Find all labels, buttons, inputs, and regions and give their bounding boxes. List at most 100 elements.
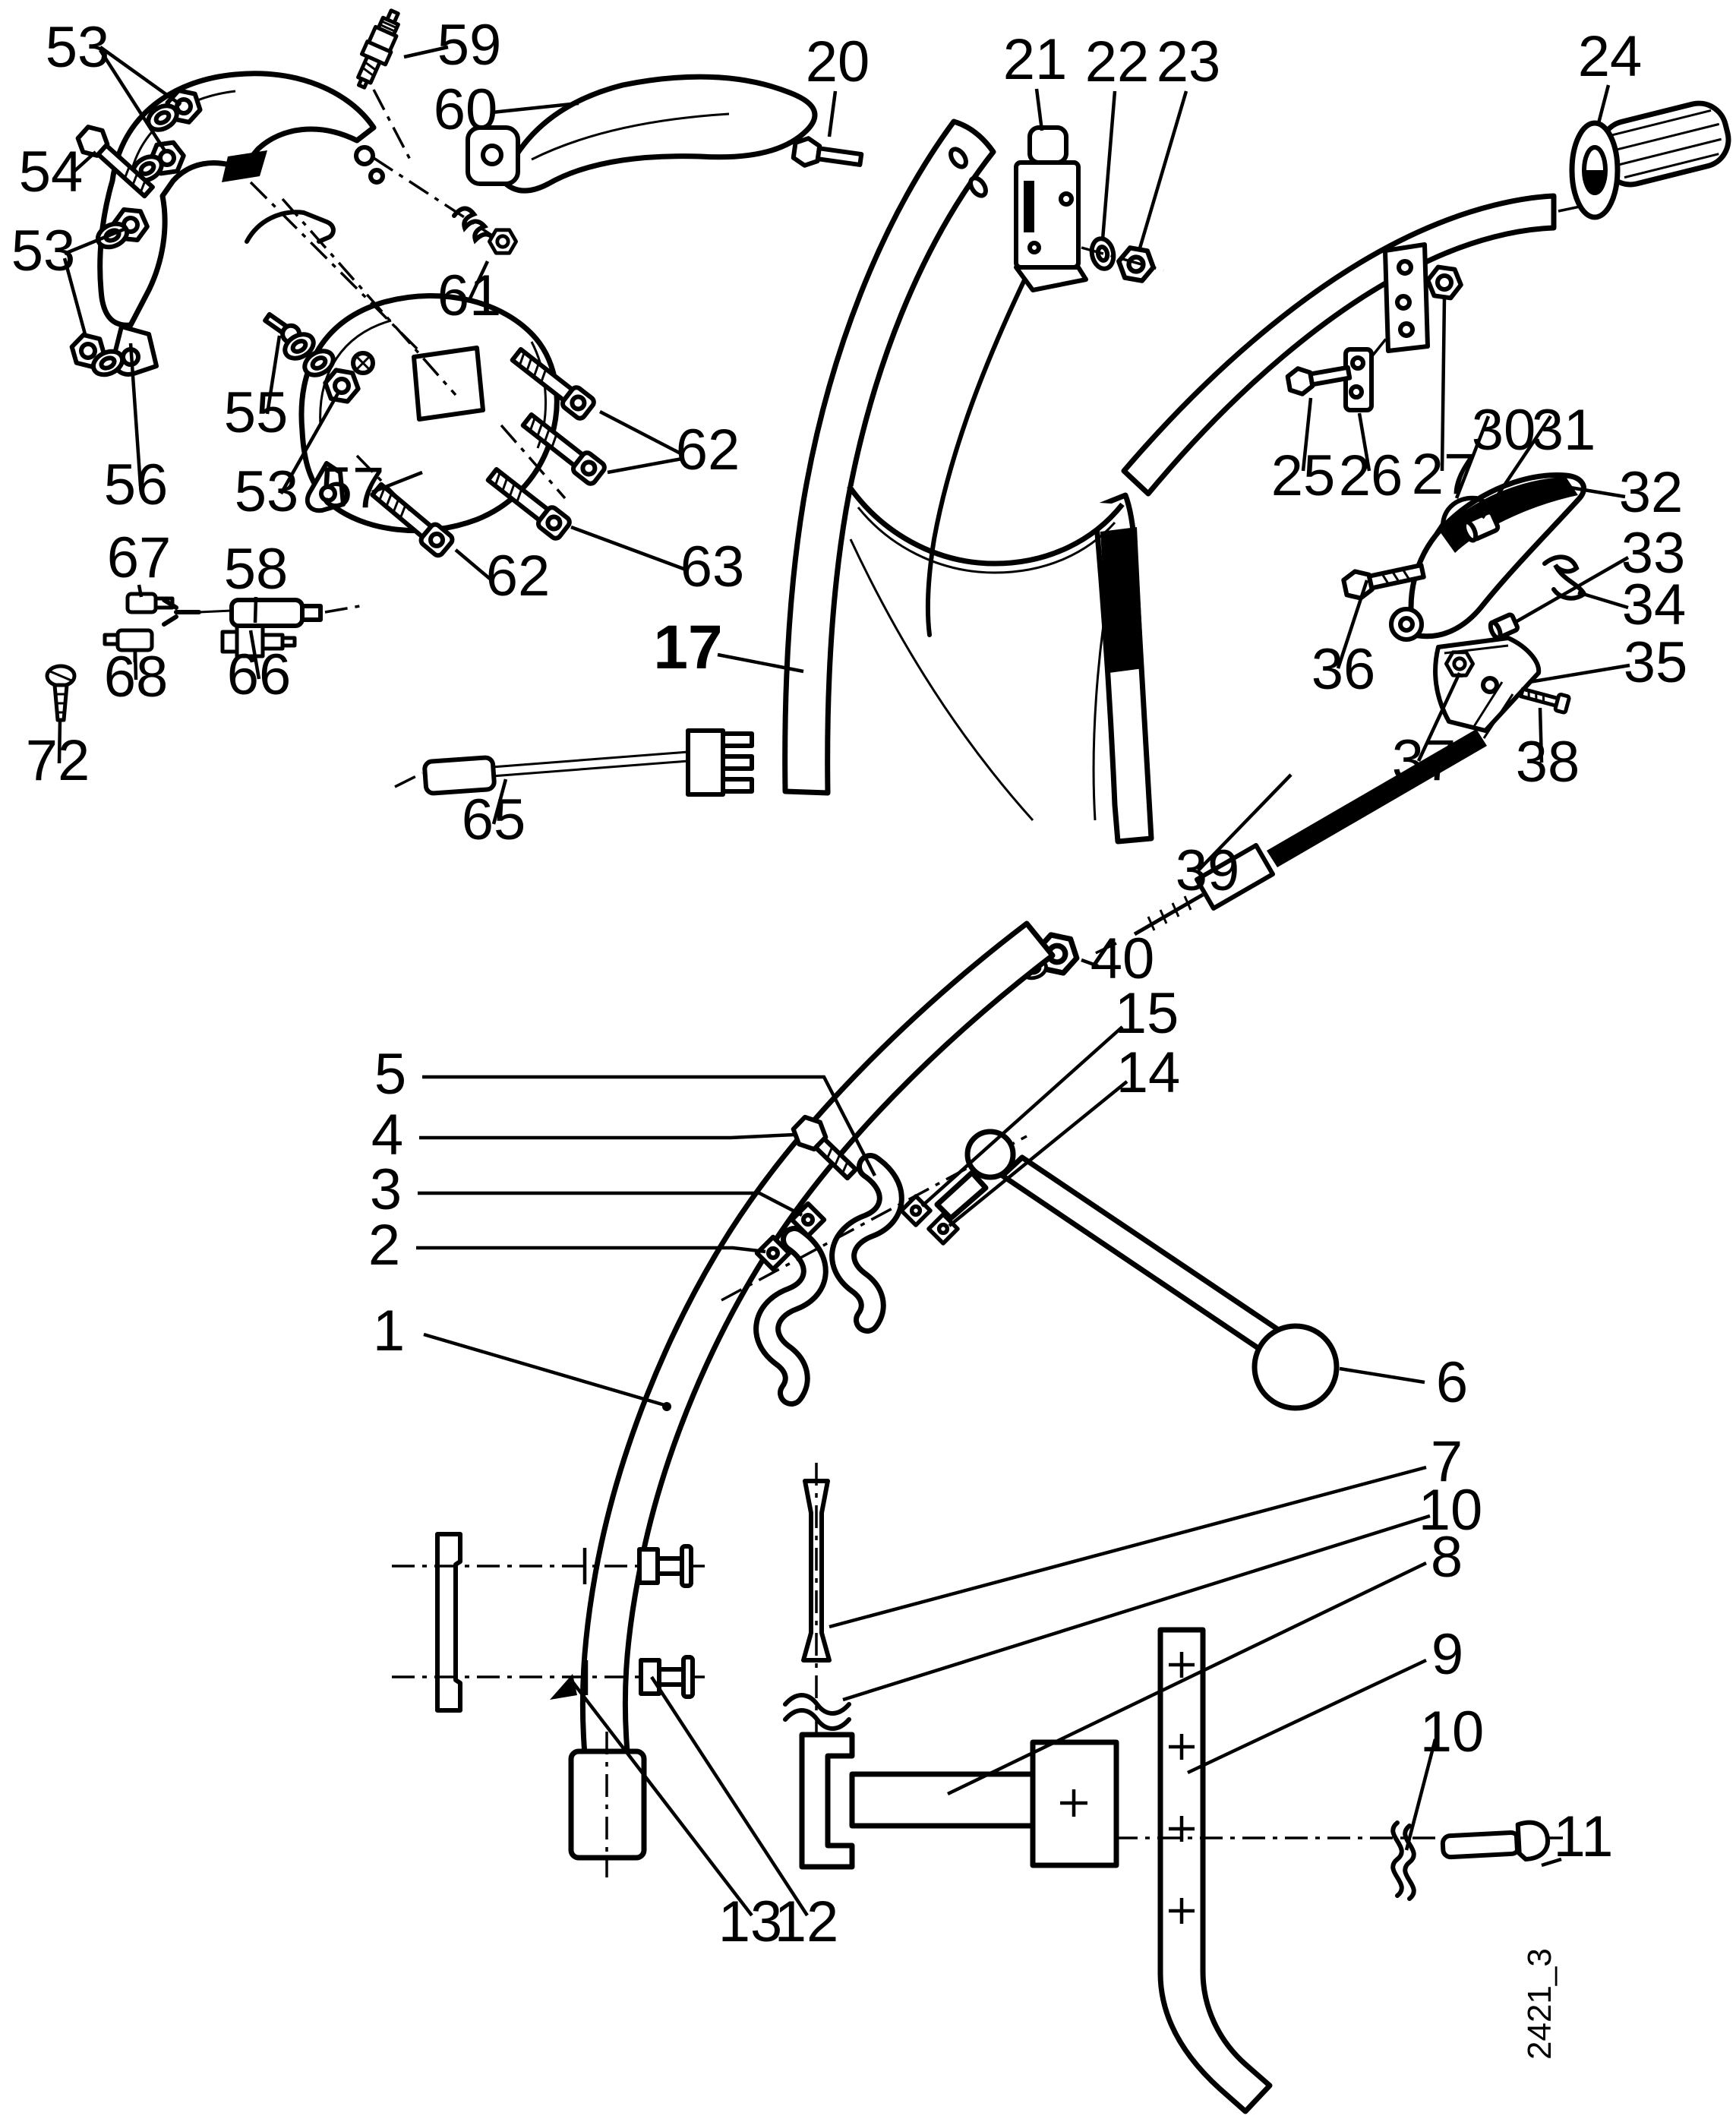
- switch-wire: [926, 267, 1032, 637]
- part-callout-54: 54: [19, 140, 84, 204]
- part-callout-38: 38: [1516, 730, 1580, 794]
- saddle-clamp-upper-inner: [835, 1158, 899, 1328]
- part-callout-35: 35: [1624, 630, 1688, 695]
- handlebar-tube: [568, 920, 1056, 1877]
- control-handle: [466, 74, 818, 194]
- part-callout-37: 37: [1392, 728, 1457, 793]
- part-callout-27: 27: [1412, 442, 1476, 507]
- mount-plate: [435, 1532, 462, 1713]
- spring-clip: [1390, 1820, 1416, 1901]
- roller-pin: [1461, 510, 1501, 543]
- pivot-pin: [1488, 612, 1520, 640]
- spring-clip: [783, 1693, 851, 1731]
- part-callout-32: 32: [1619, 460, 1684, 525]
- return-spring: [452, 206, 516, 253]
- throttle-cable: [1090, 681, 1514, 957]
- part-callout-60: 60: [434, 77, 498, 142]
- assembly-callout-17: 17: [653, 613, 722, 682]
- part-callout-40: 40: [1091, 927, 1155, 991]
- part-callout-31: 31: [1532, 398, 1596, 463]
- part-callout-66: 66: [227, 643, 292, 707]
- part-callout-26: 26: [1339, 444, 1403, 508]
- part-callout-57: 57: [320, 456, 385, 520]
- part-callout-39: 39: [1176, 838, 1240, 903]
- clamp-plate: [1343, 347, 1374, 412]
- part-callout-10: 10: [1420, 1700, 1485, 1764]
- part-callout-7: 7: [1431, 1429, 1463, 1494]
- lever-bracket: [1433, 636, 1542, 733]
- grip-sleeve: [1100, 527, 1144, 673]
- cover-window: [222, 150, 267, 182]
- arrow-marker: [550, 1674, 577, 1700]
- part-callout-67: 67: [107, 526, 172, 590]
- part-callout-3: 3: [370, 1157, 402, 1222]
- ignition-cable: [162, 598, 361, 628]
- stake-bracket: [799, 1732, 1119, 1870]
- hex-bolt-side: [639, 1655, 695, 1699]
- part-callout-2: 2: [368, 1213, 400, 1277]
- shift-lever: [934, 1129, 1340, 1411]
- part-callout-65: 65: [462, 788, 526, 852]
- handlebar-grip: [1569, 100, 1731, 220]
- hitch-pin: [1440, 1820, 1551, 1861]
- part-callout-36: 36: [1311, 637, 1376, 702]
- part-callout-12: 12: [775, 1890, 839, 1954]
- belt-guard-upper-cover: [97, 71, 385, 377]
- hex-nut: [1426, 266, 1463, 299]
- spark-plug: [356, 8, 400, 90]
- part-callout-55: 55: [224, 381, 289, 445]
- hex-nut: [1446, 652, 1472, 675]
- handlebar-clamp: [1383, 242, 1430, 353]
- part-callout-53: 53: [11, 219, 76, 283]
- depth-rod: [801, 1463, 832, 1747]
- depth-stake: [1157, 1627, 1273, 2114]
- drawing-number: 2421_3: [1521, 1948, 1558, 2060]
- stop-switch: [926, 125, 1088, 637]
- leader-lines: [57, 45, 1630, 1917]
- part-callout-56: 56: [104, 453, 169, 517]
- part-callout-58: 58: [224, 537, 289, 602]
- torsion-spring: [1542, 554, 1587, 601]
- callout-labels: 53 59 60 54 53 61 55 56 53 57 58 62 62 6…: [11, 13, 1688, 1954]
- part-callout-14: 14: [1116, 1040, 1181, 1105]
- spring-clip: [1435, 495, 1489, 535]
- clamp-bolt: [791, 1114, 858, 1181]
- part-callout-34: 34: [1622, 573, 1687, 637]
- part-callout-4: 4: [371, 1103, 403, 1167]
- part-callout-62: 62: [676, 418, 740, 482]
- part-callout-63: 63: [680, 535, 745, 599]
- part-callout-20: 20: [806, 30, 870, 94]
- part-callout-72: 72: [26, 728, 90, 793]
- hex-bolt: [75, 125, 155, 199]
- part-callout-53: 53: [46, 15, 110, 80]
- part-callout-53: 53: [235, 459, 299, 524]
- handlebar: [782, 118, 1588, 845]
- part-callout-25: 25: [1271, 444, 1336, 508]
- part-callout-8: 8: [1431, 1525, 1463, 1590]
- part-callout-68: 68: [104, 645, 169, 709]
- part-callout-15: 15: [1115, 981, 1179, 1046]
- hex-nut: [1116, 246, 1156, 282]
- hex-bolt: [791, 136, 864, 168]
- part-callout-21: 21: [1003, 27, 1068, 92]
- cable-connector: [103, 628, 154, 662]
- part-callout-11: 11: [1554, 1805, 1614, 1869]
- part-callout-6: 6: [1436, 1350, 1468, 1415]
- part-callout-1: 1: [373, 1299, 405, 1363]
- part-callout-5: 5: [374, 1042, 406, 1107]
- cover-screw: [263, 311, 302, 345]
- set-screw: [1519, 687, 1571, 715]
- part-callout-30: 30: [1472, 398, 1536, 463]
- part-callout-59: 59: [437, 13, 502, 77]
- part-callout-9: 9: [1431, 1622, 1463, 1687]
- part-callout-23: 23: [1157, 30, 1221, 94]
- part-callout-24: 24: [1578, 24, 1643, 89]
- wiring-harness: [394, 728, 754, 797]
- part-callout-22: 22: [1085, 30, 1150, 94]
- saddle-clamp-lower-inner: [759, 1231, 823, 1401]
- hex-bolt: [1285, 365, 1353, 396]
- tapping-screw: [45, 664, 77, 722]
- cable-ferrule: [1195, 843, 1275, 911]
